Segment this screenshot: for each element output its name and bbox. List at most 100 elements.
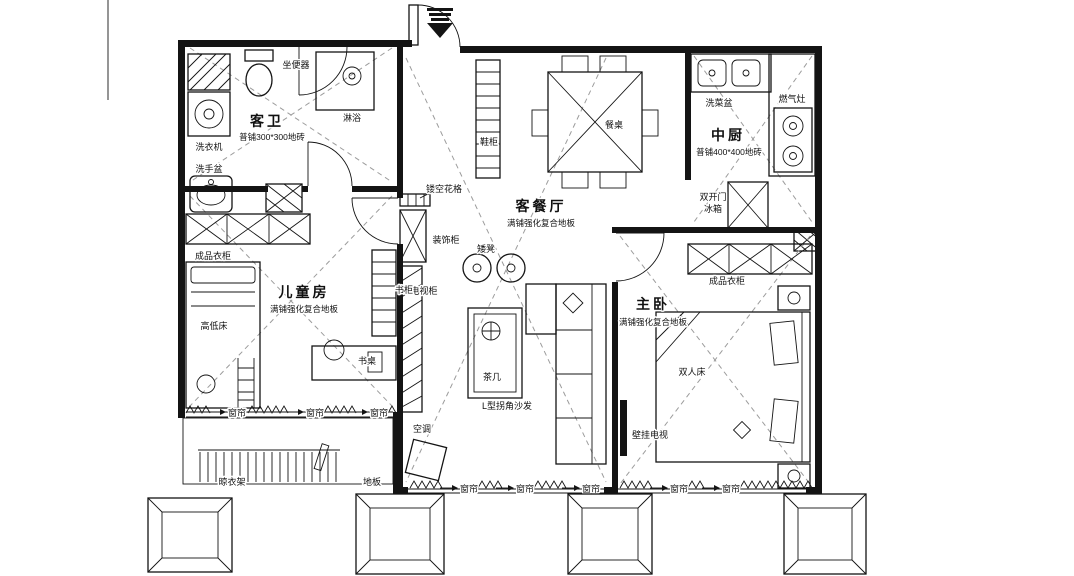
washer-label: 洗衣机	[195, 141, 222, 152]
kids-floor-note: 满铺强化复合地板	[270, 304, 339, 314]
dining-chair	[599, 55, 627, 73]
curtain-label: 窗帘	[286, 406, 326, 420]
dining-chair	[561, 55, 589, 73]
lattice-screen	[399, 193, 431, 207]
toilet-label: 坐便器	[282, 59, 309, 70]
balcony: 晾衣架 地板	[182, 417, 394, 489]
fridge-label-line1: 双开门	[699, 191, 726, 202]
curtain-label-text: 窗帘	[516, 483, 534, 494]
bathroom-floor-note: 普铺300*300地砖	[239, 132, 305, 142]
sofa	[525, 283, 607, 465]
north-arrow	[427, 8, 453, 38]
desk	[311, 339, 397, 381]
shower-door-arc	[298, 46, 348, 96]
low-stool	[496, 253, 526, 283]
curtain-label-text: 窗帘	[228, 407, 246, 418]
master-bedroom: 主卧 满铺强化复合地板 成品衣柜 双人床 壁挂电视	[615, 232, 813, 489]
dining-chair	[641, 109, 659, 137]
veg-sink-label: 洗菜盆	[705, 97, 732, 108]
exterior-shaft-boxes	[147, 493, 867, 575]
tea-table	[467, 307, 523, 399]
sofa-label: L型拐角沙发	[482, 400, 532, 411]
kids-wardrobe-label: 成品衣柜	[195, 250, 231, 261]
tv-cabinet	[399, 265, 423, 413]
kids-room: 成品衣柜 儿童房 满铺强化复合地板 书柜 高低床 书桌	[185, 197, 415, 409]
gas-stove	[773, 107, 813, 173]
dining-chair	[561, 171, 589, 189]
shoe-cabinet	[475, 59, 501, 179]
stove-counter	[768, 53, 816, 177]
shoe-cabinet-label: 鞋柜	[480, 136, 498, 147]
kids-door-arc	[351, 197, 399, 245]
master-wardrobe	[687, 243, 813, 275]
wash-basin	[189, 175, 233, 213]
fridge	[727, 181, 769, 229]
bathroom: 坐便器 客卫 普铺300*300地砖 淋浴 洗衣机 洗手盆	[187, 46, 375, 213]
ac-label: 空调	[413, 423, 431, 434]
wall-tv	[620, 400, 627, 456]
master-floor-note: 满铺强化复合地板	[619, 317, 688, 327]
dashed-guides	[189, 47, 813, 485]
curtain-label: 窗帘	[702, 482, 742, 496]
bunk-bed-label: 高低床	[200, 320, 227, 331]
drying-rack	[199, 452, 337, 482]
curtain-label: 窗帘	[350, 406, 390, 420]
bathroom-name: 客卫	[249, 113, 284, 129]
master-wardrobe-label: 成品衣柜	[709, 275, 745, 286]
master-name: 主卧	[636, 296, 670, 312]
curtain-label: 窗帘	[562, 482, 602, 496]
double-bed-label: 双人床	[678, 366, 705, 377]
sink-counter	[690, 53, 772, 93]
curtain-label: 窗帘	[440, 482, 480, 496]
dining-chair	[531, 109, 549, 137]
shower-tray	[315, 51, 375, 111]
deco-cabinet-label: 装饰柜	[432, 234, 459, 245]
double-bed	[655, 311, 811, 463]
air-conditioner	[404, 438, 448, 482]
living-floor-note: 满铺强化复合地板	[507, 218, 576, 228]
stools-label: 矮凳	[477, 243, 495, 254]
drying-rack-label: 晾衣架	[218, 476, 245, 487]
kids-wardrobe	[185, 213, 311, 245]
tv-cabinet-label: 电视柜	[410, 285, 437, 296]
floor-label: 地板	[363, 476, 381, 487]
living-dining: 鞋柜 餐桌 镂空花格 客餐厅 满铺强化复合地板 装饰柜 矮凳 电视柜 茶几 L型…	[399, 55, 659, 482]
curtains: 窗帘 窗帘 窗帘 窗帘 窗帘 窗帘 窗帘 窗帘	[185, 405, 813, 496]
curtain-label-text: 窗帘	[722, 483, 740, 494]
kitchen-name: 中厨	[711, 127, 745, 143]
bunk-bed	[185, 261, 261, 409]
kitchen: 洗菜盆 燃气灶 中厨 普铺400*400地砖 双开门 冰箱	[690, 53, 816, 229]
curtain-label-text: 窗帘	[306, 407, 324, 418]
curtain-label-text: 窗帘	[460, 483, 478, 494]
curtain-label: 窗帘	[650, 482, 690, 496]
curtain-label-text: 窗帘	[582, 483, 600, 494]
lattice-label: 镂空花格	[426, 183, 462, 194]
tea-table-label: 茶几	[483, 371, 501, 382]
basin-label: 洗手盆	[195, 163, 222, 174]
curtain-label-text: 窗帘	[370, 407, 388, 418]
deco-cabinet	[399, 209, 427, 263]
entrance-door	[408, 4, 461, 48]
low-stool	[462, 253, 492, 283]
washing-machine	[187, 91, 231, 137]
wall-tv-label: 壁挂电视	[632, 429, 668, 440]
bookshelf-label: 书柜	[395, 284, 413, 295]
kids-name: 儿童房	[278, 284, 330, 300]
duct-shaft	[187, 53, 231, 91]
fridge-label-line2: 冰箱	[704, 203, 722, 214]
dining-chair	[599, 171, 627, 189]
master-door-arc	[615, 232, 665, 282]
bookshelf	[371, 249, 397, 337]
toilet	[244, 49, 274, 62]
living-name: 客餐厅	[515, 198, 567, 214]
shower-label: 淋浴	[343, 112, 361, 123]
curtain-label: 窗帘	[496, 482, 536, 496]
curtain-label: 窗帘	[208, 406, 248, 420]
gas-stove-label: 燃气灶	[778, 93, 805, 104]
nightstand	[777, 285, 811, 311]
desk-label: 书桌	[358, 355, 376, 366]
nightstand	[777, 463, 811, 489]
kitchen-floor-note: 普铺400*400地砖	[696, 147, 762, 157]
